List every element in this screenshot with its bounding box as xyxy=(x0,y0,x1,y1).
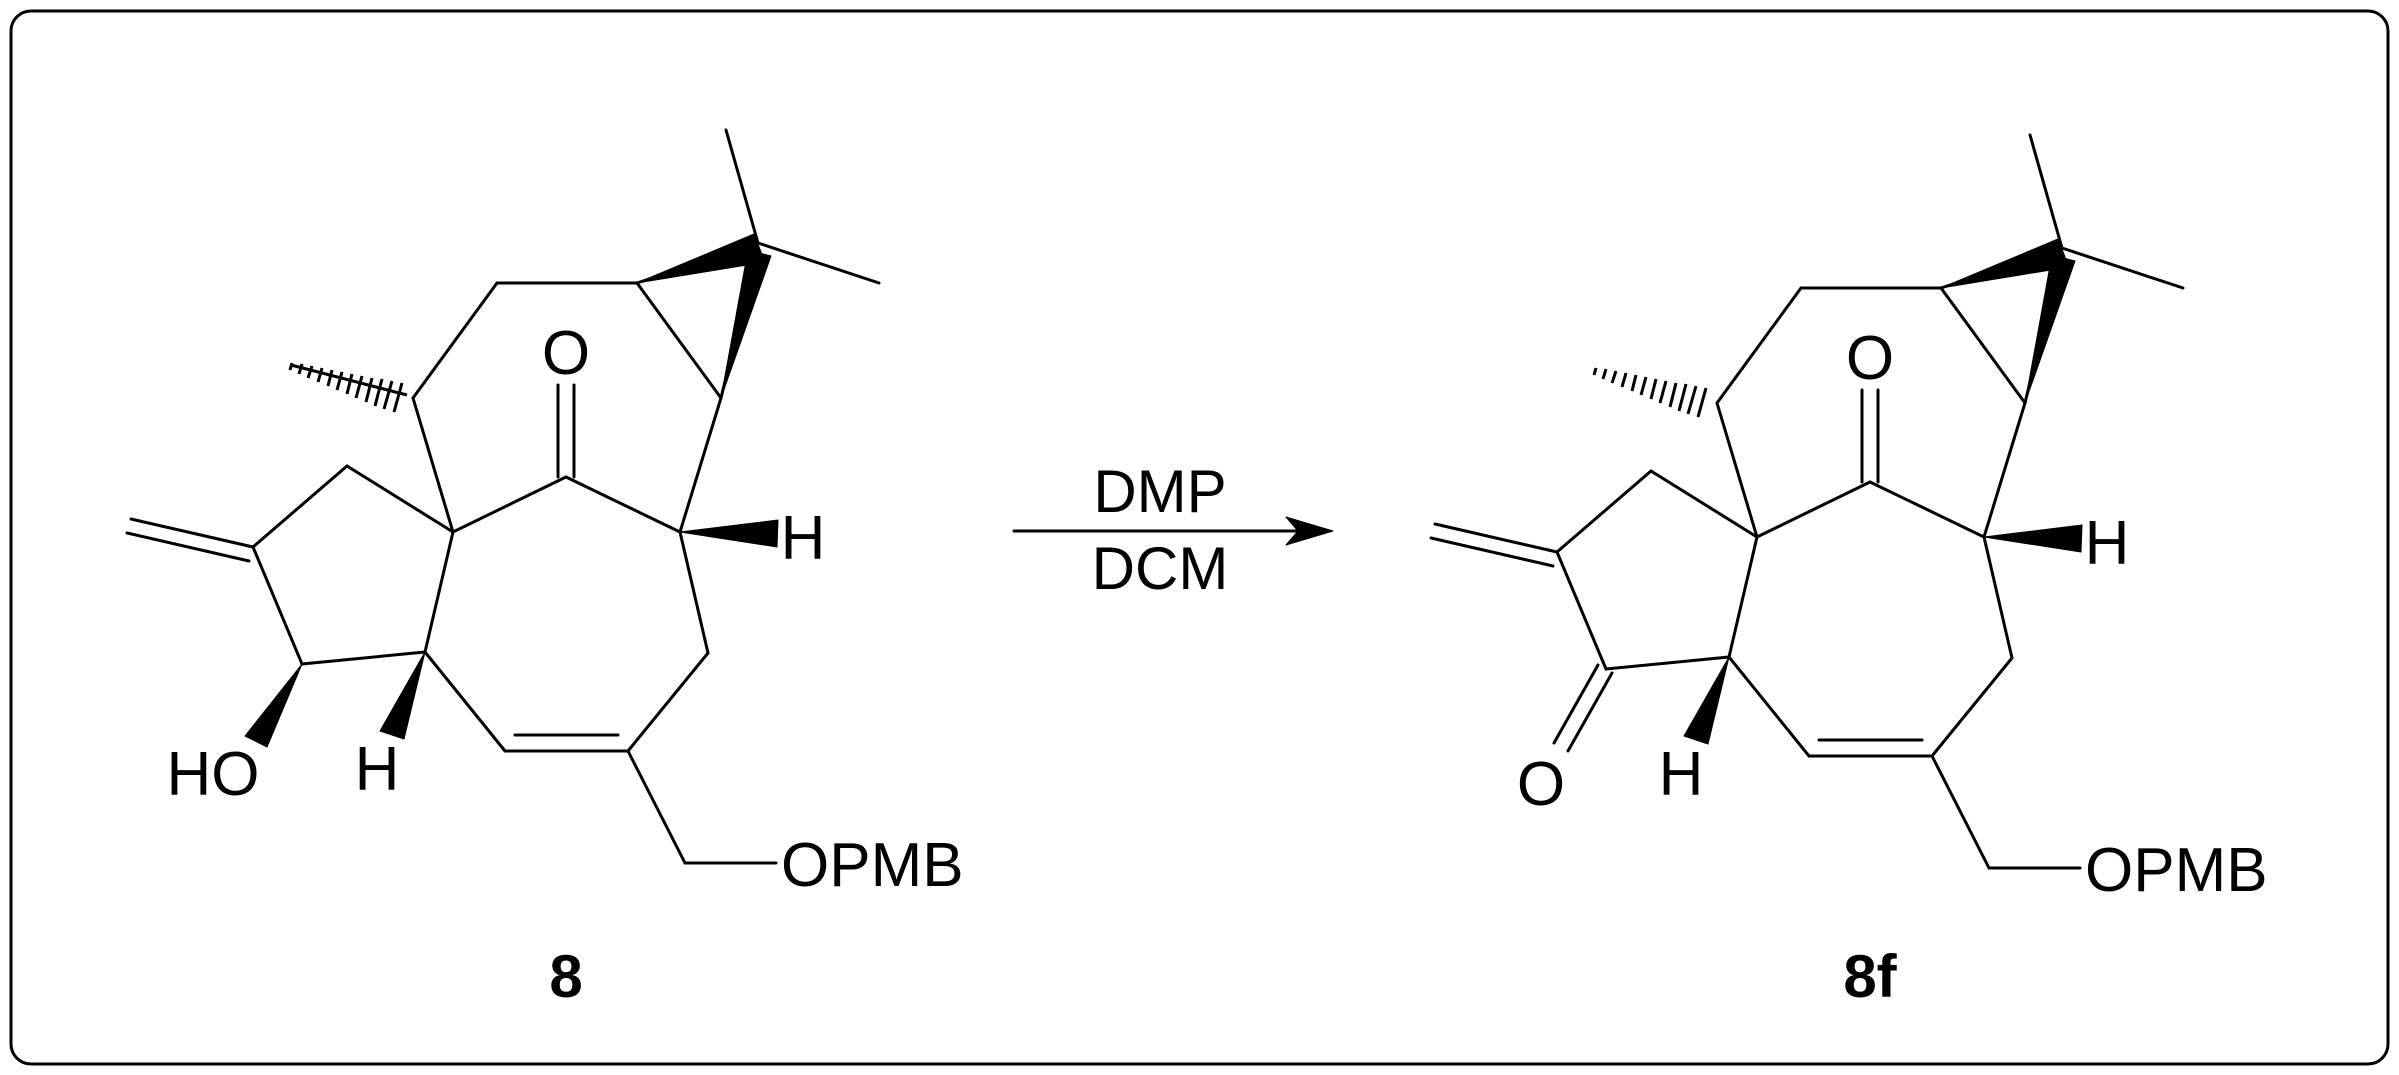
wedge-bond xyxy=(1940,238,2070,289)
sm-atom-labels: O HO H H OPMB xyxy=(167,319,964,900)
wedge-bond xyxy=(720,249,772,399)
prod-ring-fusion-hydrogen: H xyxy=(1659,740,1704,809)
prod-ketone-oxygen: O xyxy=(1846,324,1894,393)
sm-stereo-bonds xyxy=(244,233,779,748)
sm-bridgehead-hydrogen: H xyxy=(781,504,826,573)
sm-opmb-label: OPMB xyxy=(781,831,964,900)
wedge-bond-h xyxy=(379,651,426,740)
wedge-bond-h xyxy=(1683,656,1730,745)
prod-opmb-label: OPMB xyxy=(2085,836,2268,905)
reagent-above-arrow: DMP xyxy=(1093,458,1226,525)
wedge-bond-h xyxy=(679,519,779,548)
arrow-head xyxy=(1285,516,1334,546)
prod-stereo-bonds xyxy=(1592,238,2083,745)
wedge-bond xyxy=(636,233,766,284)
product-8f: O O H H OPMB 8f xyxy=(1429,133,2268,1010)
sm-hydroxyl-label: HO xyxy=(167,740,260,809)
hashed-methyl-bond xyxy=(1592,367,1708,418)
reagent-below-arrow: DCM xyxy=(1092,535,1229,602)
wedge-bond-oh xyxy=(244,663,303,748)
prod-bridgehead-hydrogen: H xyxy=(2085,509,2130,578)
wedge-bond-h xyxy=(1983,524,2083,553)
hashed-methyl-bond xyxy=(288,362,408,413)
wedge-bond xyxy=(2024,254,2076,404)
scheme-frame xyxy=(9,9,2390,1066)
reaction-arrow: DMP DCM xyxy=(1012,458,1334,602)
sm-ring-fusion-hydrogen: H xyxy=(355,735,400,804)
starting-material-8: O HO H H OPMB 8 xyxy=(125,128,964,1010)
compound-label-8: 8 xyxy=(549,943,582,1010)
compound-label-8f: 8f xyxy=(1843,943,1897,1010)
prod-atom-labels: O O H H OPMB xyxy=(1517,324,2268,905)
prod-new-ketone-oxygen: O xyxy=(1517,750,1565,819)
sm-ketone-oxygen: O xyxy=(542,319,590,388)
